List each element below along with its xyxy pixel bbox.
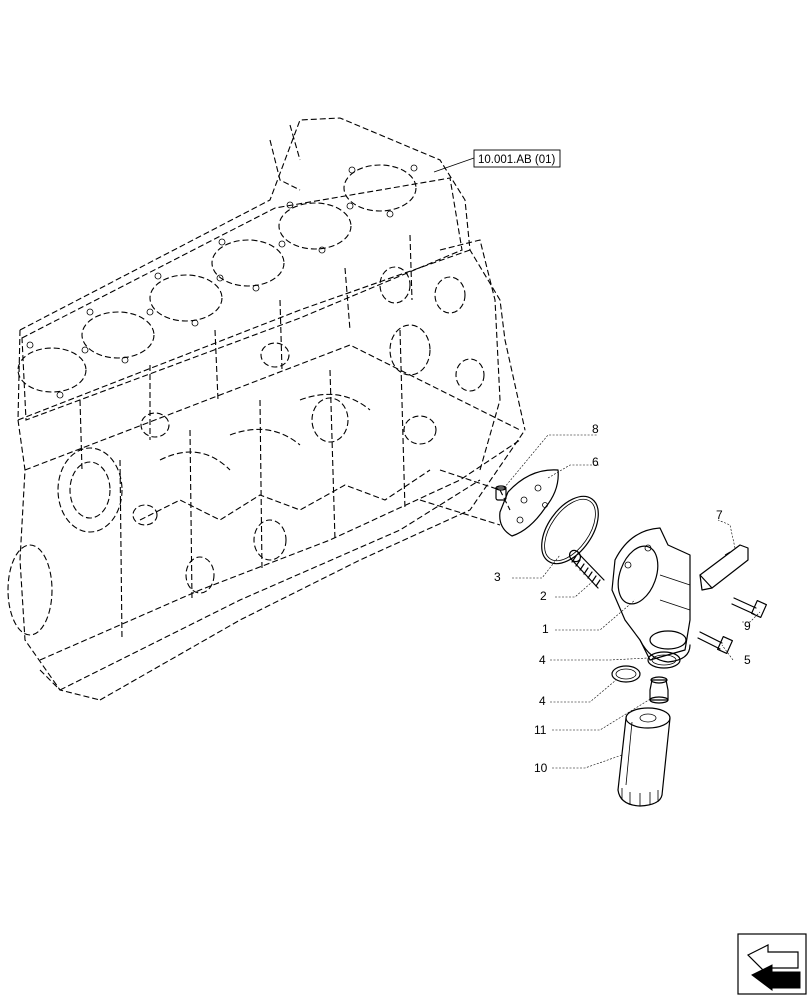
part-seal-ring-upper <box>647 651 681 669</box>
callout-7: 7 <box>716 508 723 522</box>
part-spring <box>568 549 605 589</box>
part-bolt-upper <box>731 597 768 619</box>
callout-9: 9 <box>744 619 751 633</box>
part-gasket-plate <box>499 469 559 537</box>
callout-6: 6 <box>592 455 599 469</box>
part-dowel-pin <box>495 485 507 501</box>
callout-1: 1 <box>542 622 549 636</box>
callout-leaders <box>503 434 761 769</box>
next-page-arrow-icon[interactable] <box>737 933 807 995</box>
part-bolt-lower <box>697 631 734 655</box>
part-bracket <box>699 544 749 591</box>
part-o-ring <box>541 495 599 565</box>
part-oil-filter <box>617 707 671 807</box>
callout-2: 2 <box>540 589 547 603</box>
callout-3: 3 <box>494 570 501 584</box>
cross-reference-label[interactable]: 10.001.AB (01) <box>433 149 561 173</box>
reference-code: 10.001.AB (01) <box>478 154 556 166</box>
callout-10: 10 <box>534 761 548 775</box>
callout-4-upper: 4 <box>539 653 546 667</box>
callout-8: 8 <box>592 422 599 436</box>
callout-11: 11 <box>534 723 547 737</box>
callout-4-lower: 4 <box>539 694 546 708</box>
part-nipple-adapter <box>649 676 669 704</box>
part-filter-head <box>611 527 691 663</box>
callout-5: 5 <box>744 653 751 667</box>
part-seal-ring-lower <box>611 665 641 683</box>
engine-block-phantom <box>7 117 526 701</box>
